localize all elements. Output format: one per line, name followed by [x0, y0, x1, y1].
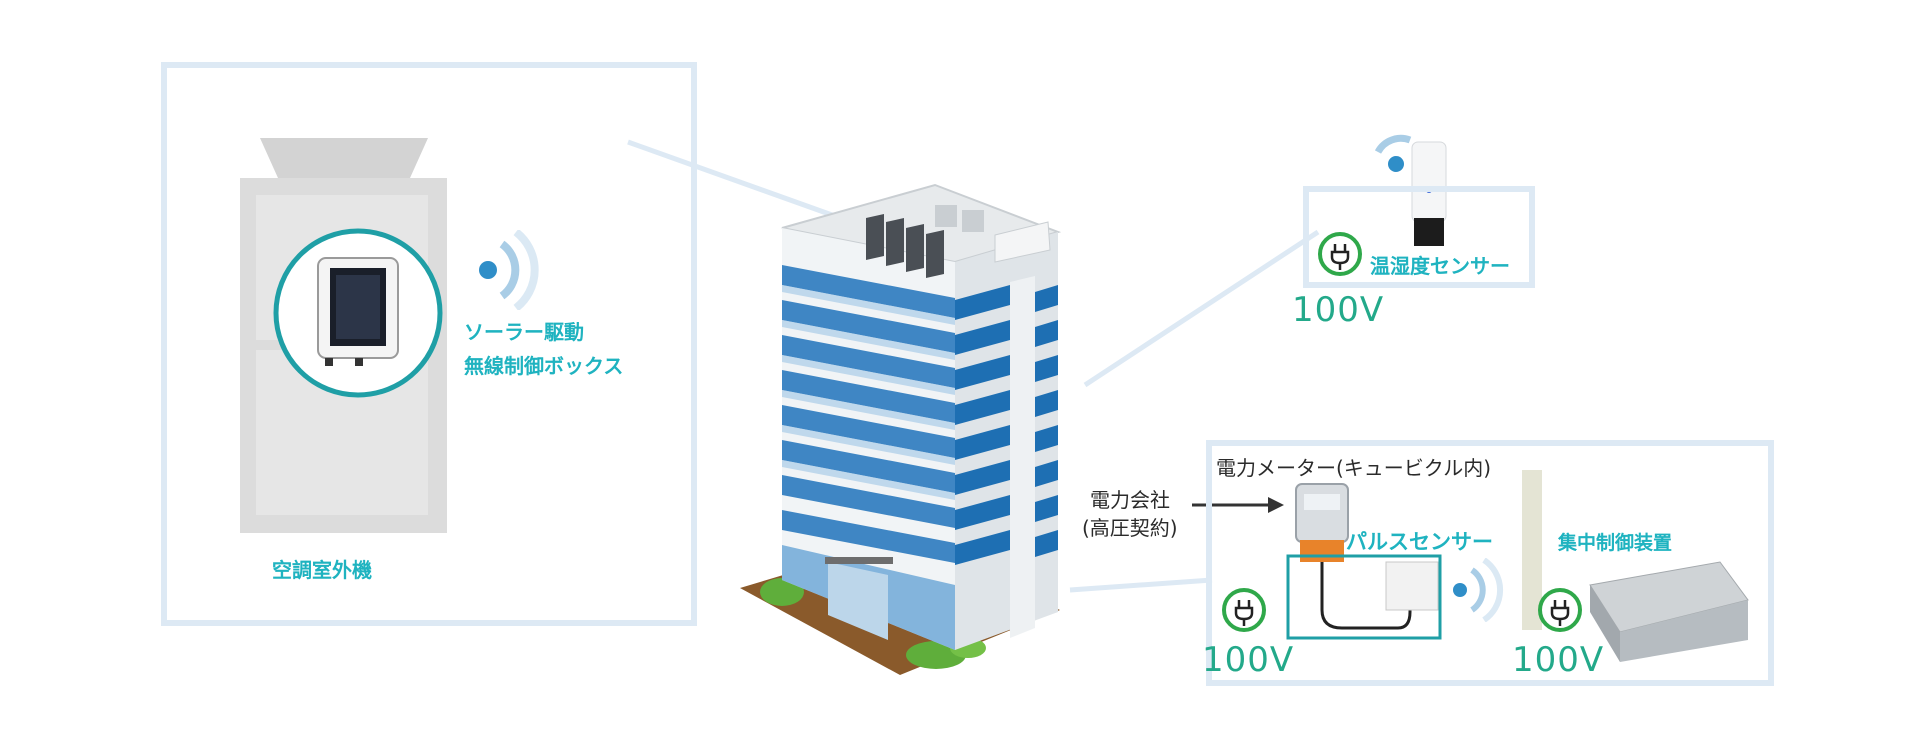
wifi-icon	[472, 230, 552, 310]
meter-voltage-left: 100V	[1202, 640, 1295, 680]
controller-voltage: 100V	[1512, 640, 1605, 680]
pulse-sensor-device	[1385, 561, 1439, 611]
temp-humidity-sensor-device	[1411, 141, 1447, 246]
power-meter-label: 電力メーター(キュービクル内)	[1216, 456, 1492, 480]
pulse-sensor-label: パルスセンサー	[1346, 530, 1493, 554]
connector-line-outdoor	[627, 139, 861, 228]
central-controller-label: 集中制御装置	[1558, 532, 1673, 554]
connector-line-sensor	[1083, 229, 1320, 388]
sensor-voltage: 100V	[1292, 290, 1385, 330]
utility-label-line2: (高圧契約)	[1082, 516, 1178, 540]
temp-humidity-sensor-label: 温湿度センサー	[1370, 254, 1510, 278]
meter-controller-panel	[1206, 440, 1774, 686]
utility-arrow-head	[1268, 497, 1284, 513]
connector-line-meter	[1069, 577, 1213, 593]
pulse-sensor-cable	[1320, 562, 1412, 630]
power-plug-icon	[1318, 232, 1362, 276]
pulse-sensor-box	[1286, 554, 1442, 640]
solar-box-label-line2: 無線制御ボックス	[464, 354, 624, 378]
central-controller-device	[1522, 470, 1749, 662]
wifi-icon	[1448, 558, 1508, 622]
utility-label-line1: 電力会社	[1090, 488, 1170, 512]
power-plug-icon	[1538, 588, 1582, 632]
solar-box-label-line1: ソーラー駆動	[464, 320, 584, 344]
outdoor-unit-panel	[161, 62, 697, 626]
office-building	[740, 183, 1062, 675]
wifi-icon	[1360, 122, 1420, 182]
temp-sensor-panel	[1303, 186, 1535, 288]
solar-control-box	[317, 257, 399, 366]
outdoor-unit-label: 空調室外機	[272, 558, 372, 582]
power-plug-icon	[1222, 588, 1266, 632]
